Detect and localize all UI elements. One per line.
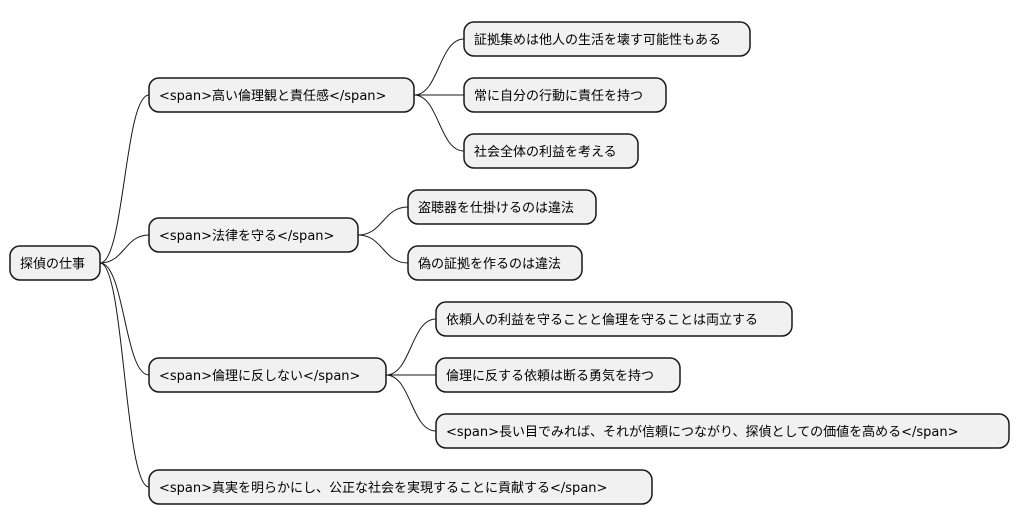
leaf-label-3-1: 依頼人の利益を守ることと倫理を守ることは両立する [446,313,758,328]
edge-root-branch-3 [99,262,150,376]
edge-branch-2-leaf-2 [357,234,409,264]
leaf-node-1-3: 社会全体の利益を考える [463,133,639,169]
edge-branch-2-leaf-1 [357,206,409,236]
root-node-label: 探偵の仕事 [20,257,85,272]
leaf-label-2-1: 盗聴器を仕掛けるのは違法 [418,200,574,216]
branch-label-1: <span>高い倫理観と責任感</span> [159,88,386,104]
edge-branch-3-leaf-3 [385,374,437,432]
edge-root-branch-2 [99,234,150,264]
branch-label-2: <span>法律を守る</span> [159,229,334,244]
leaf-node-3-3: <span>長い目でみれば、それが信頼につながり、探偵としての価値を高める</s… [435,413,1010,449]
branch-label-4: <span>真実を明らかにし、公正な社会を実現することに貢献する</span> [159,480,607,496]
edge-branch-1-leaf-3 [413,94,465,152]
leaf-label-2-2: 偽の証拠を作るのは違法 [418,257,561,272]
leaf-node-2-2: 偽の証拠を作るのは違法 [407,245,583,281]
branch-node-1: <span>高い倫理観と責任感</span> [148,77,415,113]
leaf-node-3-2: 倫理に反する依頼は断る勇気を持つ [435,357,681,393]
edge-branch-1-leaf-1 [413,38,465,96]
leaf-label-3-3: <span>長い目でみれば、それが信頼につながり、探偵としての価値を高める</s… [446,424,959,440]
edge-root-branch-4 [99,262,150,488]
branch-node-3: <span>倫理に反しない</span> [148,357,387,393]
leaf-label-1-2: 常に自分の行動に責任を持つ [474,89,643,104]
leaf-node-2-1: 盗聴器を仕掛けるのは違法 [407,189,597,225]
leaf-node-1-2: 常に自分の行動に責任を持つ [463,77,667,113]
leaf-label-1-1: 証拠集めは他人の生活を壊す可能性もある [474,32,721,48]
leaf-node-3-1: 依頼人の利益を守ることと倫理を守ることは両立する [435,301,793,337]
leaf-node-1-1: 証拠集めは他人の生活を壊す可能性もある [463,21,751,57]
connector-lines [99,38,465,488]
root-node: 探偵の仕事 [9,245,101,281]
edge-branch-3-leaf-1 [385,318,437,376]
edge-root-branch-1 [99,94,150,264]
branch-label-3: <span>倫理に反しない</span> [159,369,360,384]
branch-node-2: <span>法律を守る</span> [148,217,359,253]
leaf-label-1-3: 社会全体の利益を考える [474,144,617,160]
leaf-label-3-2: 倫理に反する依頼は断る勇気を持つ [446,368,654,384]
branch-node-4: <span>真実を明らかにし、公正な社会を実現することに貢献する</span> [148,469,653,505]
